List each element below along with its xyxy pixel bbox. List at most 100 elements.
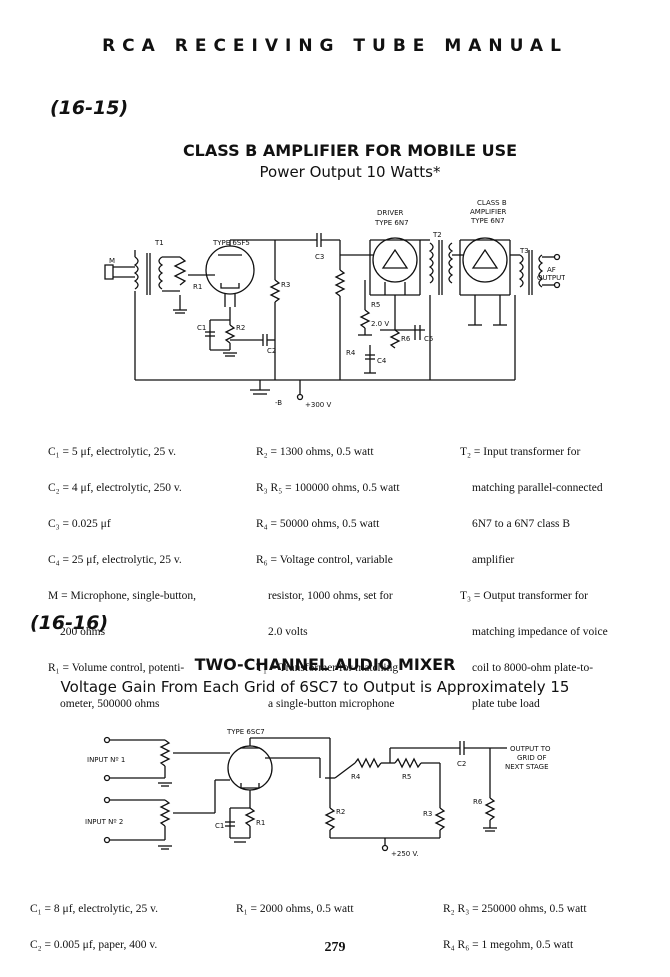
label-r4: R4 (346, 349, 356, 357)
r5-symbol-2 (394, 757, 422, 769)
label-out1: OUTPUT TO (510, 745, 551, 753)
part-t2-cont2: 6N7 to a 6N7 class B (472, 518, 571, 530)
label-r5-2: R5 (402, 773, 411, 781)
label-class-b-1: CLASS B (477, 199, 507, 207)
part-c3: C₃ = 0.025 μf (48, 518, 111, 530)
label-type-6sf5: TYPE 6SF5 (212, 239, 250, 247)
part-t2-cont: matching parallel-connected (472, 482, 603, 494)
part-r6-cont2: 2.0 volts (268, 626, 308, 638)
label-class-b-2: AMPLIFIER (470, 208, 507, 216)
circuit1-parts-col1: C₁ = 5 μf, electrolytic, 25 v. C₂ = 4 μf… (48, 422, 196, 722)
t1-secondary (158, 256, 164, 290)
r1-symbol (173, 256, 187, 286)
label-r1: R1 (193, 283, 202, 291)
label-r2: R2 (236, 324, 245, 332)
label-c3: C3 (315, 253, 324, 261)
part-t2-cont3: amplifier (472, 554, 515, 566)
r6-symbol-2 (484, 797, 496, 821)
part2-r2-r3: R₂ R₃ = 250000 ohms, 0.5 watt (443, 903, 587, 915)
figure-number-16-15: (16-15) (50, 97, 129, 119)
label-t3: T3 (519, 247, 529, 255)
circuit1-schematic: T1 TYPE 6SF5 M R1 C3 R3 R2 C1 C2 R4 DRIV… (104, 199, 565, 409)
r4-symbol (334, 269, 346, 297)
input1-pot (159, 739, 171, 767)
t3-primary (518, 254, 524, 288)
label-plus-250: +250 V. (391, 850, 419, 858)
part-t1-cont: a single-button microphone (268, 698, 395, 710)
label-out2: GRID OF (517, 754, 547, 762)
input2-pot (159, 799, 171, 827)
label-t2: T2 (432, 231, 442, 239)
circuit2-parts-col3: R₂ R₃ = 250000 ohms, 0.5 watt R₄ R₆ = 1 … (443, 879, 587, 963)
t2-secondary (448, 242, 454, 284)
label-2v: 2.0 V (371, 320, 389, 328)
running-head: RCA RECEIVING TUBE MANUAL (102, 36, 568, 56)
part-t2: T₂ = Input transformer for (460, 446, 581, 458)
circuit1-parts-col2: R₂ = 1300 ohms, 0.5 watt R₃ R₅ = 100000 … (256, 422, 400, 722)
part-c1: C₁ = 5 μf, electrolytic, 25 v. (48, 446, 177, 458)
part2-r4-r6: R₄ R₆ = 1 megohm, 0.5 watt (443, 939, 574, 951)
label-out3: NEXT STAGE (505, 763, 549, 771)
tube-6n7-classb (462, 237, 508, 283)
figure-number-16-16: (16-16) (30, 612, 109, 634)
label-driver: DRIVER (377, 209, 404, 217)
part-r6-cont: resistor, 1000 ohms, set for (268, 590, 393, 602)
label-r6-2: R6 (473, 798, 483, 806)
part-r2: R₂ = 1300 ohms, 0.5 watt (256, 446, 374, 458)
label-c4: C4 (377, 357, 387, 365)
part-t1: T₁ = Transformer for matching (256, 662, 399, 674)
part-r1: R₁ = Volume control, potenti- (48, 662, 185, 674)
part-m-cont: 200 ohms (60, 626, 106, 638)
r3-symbol-2 (434, 807, 446, 831)
circuit1-subtitle: Power Output 10 Watts* (259, 163, 441, 181)
label-r2-2: R2 (336, 808, 345, 816)
label-r1-2: R1 (256, 819, 265, 827)
circuit2-subtitle: Voltage Gain From Each Grid of 6SC7 to O… (60, 678, 570, 696)
label-c2-2: C2 (457, 760, 466, 768)
page-number: 279 (324, 940, 346, 955)
part-t3: T₃ = Output transformer for (460, 590, 589, 602)
circuit2-parts-col2: R₁ = 2000 ohms, 0.5 watt (236, 879, 354, 927)
r5-symbol (359, 309, 371, 329)
label-c5: C5 (424, 335, 433, 343)
label-r4-2: R4 (351, 773, 361, 781)
circuit2-schematic: TYPE 6SC7 INPUT Nº 1 INPUT Nº 2 C1 R1 R2… (85, 728, 551, 858)
label-r3-2: R3 (423, 810, 432, 818)
microphone-symbol (104, 264, 114, 280)
label-c2: C2 (267, 347, 276, 355)
label-plus-300: +300 V (305, 401, 331, 409)
part-m: M = Microphone, single-button, (48, 590, 196, 602)
label-c1: C1 (197, 324, 206, 332)
r2-symbol (224, 324, 236, 344)
tube-6sc7 (227, 745, 273, 791)
part2-r1: R₁ = 2000 ohms, 0.5 watt (236, 903, 354, 915)
label-output: OUTPUT (537, 274, 565, 282)
label-minus-b: -B (275, 399, 282, 407)
circuit2-title: TWO-CHANNEL AUDIO MIXER (194, 655, 456, 674)
label-r3: R3 (281, 281, 290, 289)
label-input1: INPUT Nº 1 (87, 756, 125, 764)
t2-primary (428, 242, 434, 284)
label-t1: T1 (154, 239, 164, 247)
circuit1-parts-col3: T₂ = Input transformer for matching para… (460, 422, 608, 722)
t3-secondary (538, 254, 544, 288)
r1-symbol-2 (244, 807, 256, 827)
label-input2: INPUT Nº 2 (85, 818, 123, 826)
label-af: AF (547, 266, 556, 274)
part2-c1: C₁ = 8 μf, electrolytic, 25 v. (30, 903, 159, 915)
label-r6: R6 (401, 335, 411, 343)
t1-primary (133, 256, 139, 290)
label-r5: R5 (371, 301, 380, 309)
r2-symbol-2 (324, 807, 336, 831)
part-r4: R₄ = 50000 ohms, 0.5 watt (256, 518, 380, 530)
tube-6n7-driver (372, 237, 418, 283)
part-r1-cont: ometer, 500000 ohms (60, 698, 160, 710)
r4-symbol-2 (354, 757, 382, 769)
label-class-b-type: TYPE 6N7 (470, 217, 505, 225)
circuit1-title: CLASS B AMPLIFIER FOR MOBILE USE (182, 141, 518, 160)
part2-c2: C₂ = 0.005 μf, paper, 400 v. (30, 939, 158, 951)
circuit2-parts-col1: C₁ = 8 μf, electrolytic, 25 v. C₂ = 0.00… (30, 879, 158, 963)
label-m: M (109, 257, 115, 265)
part-c2: C₂ = 4 μf, electrolytic, 250 v. (48, 482, 182, 494)
part-t3-cont2: coil to 8000-ohm plate-to- (472, 662, 594, 674)
